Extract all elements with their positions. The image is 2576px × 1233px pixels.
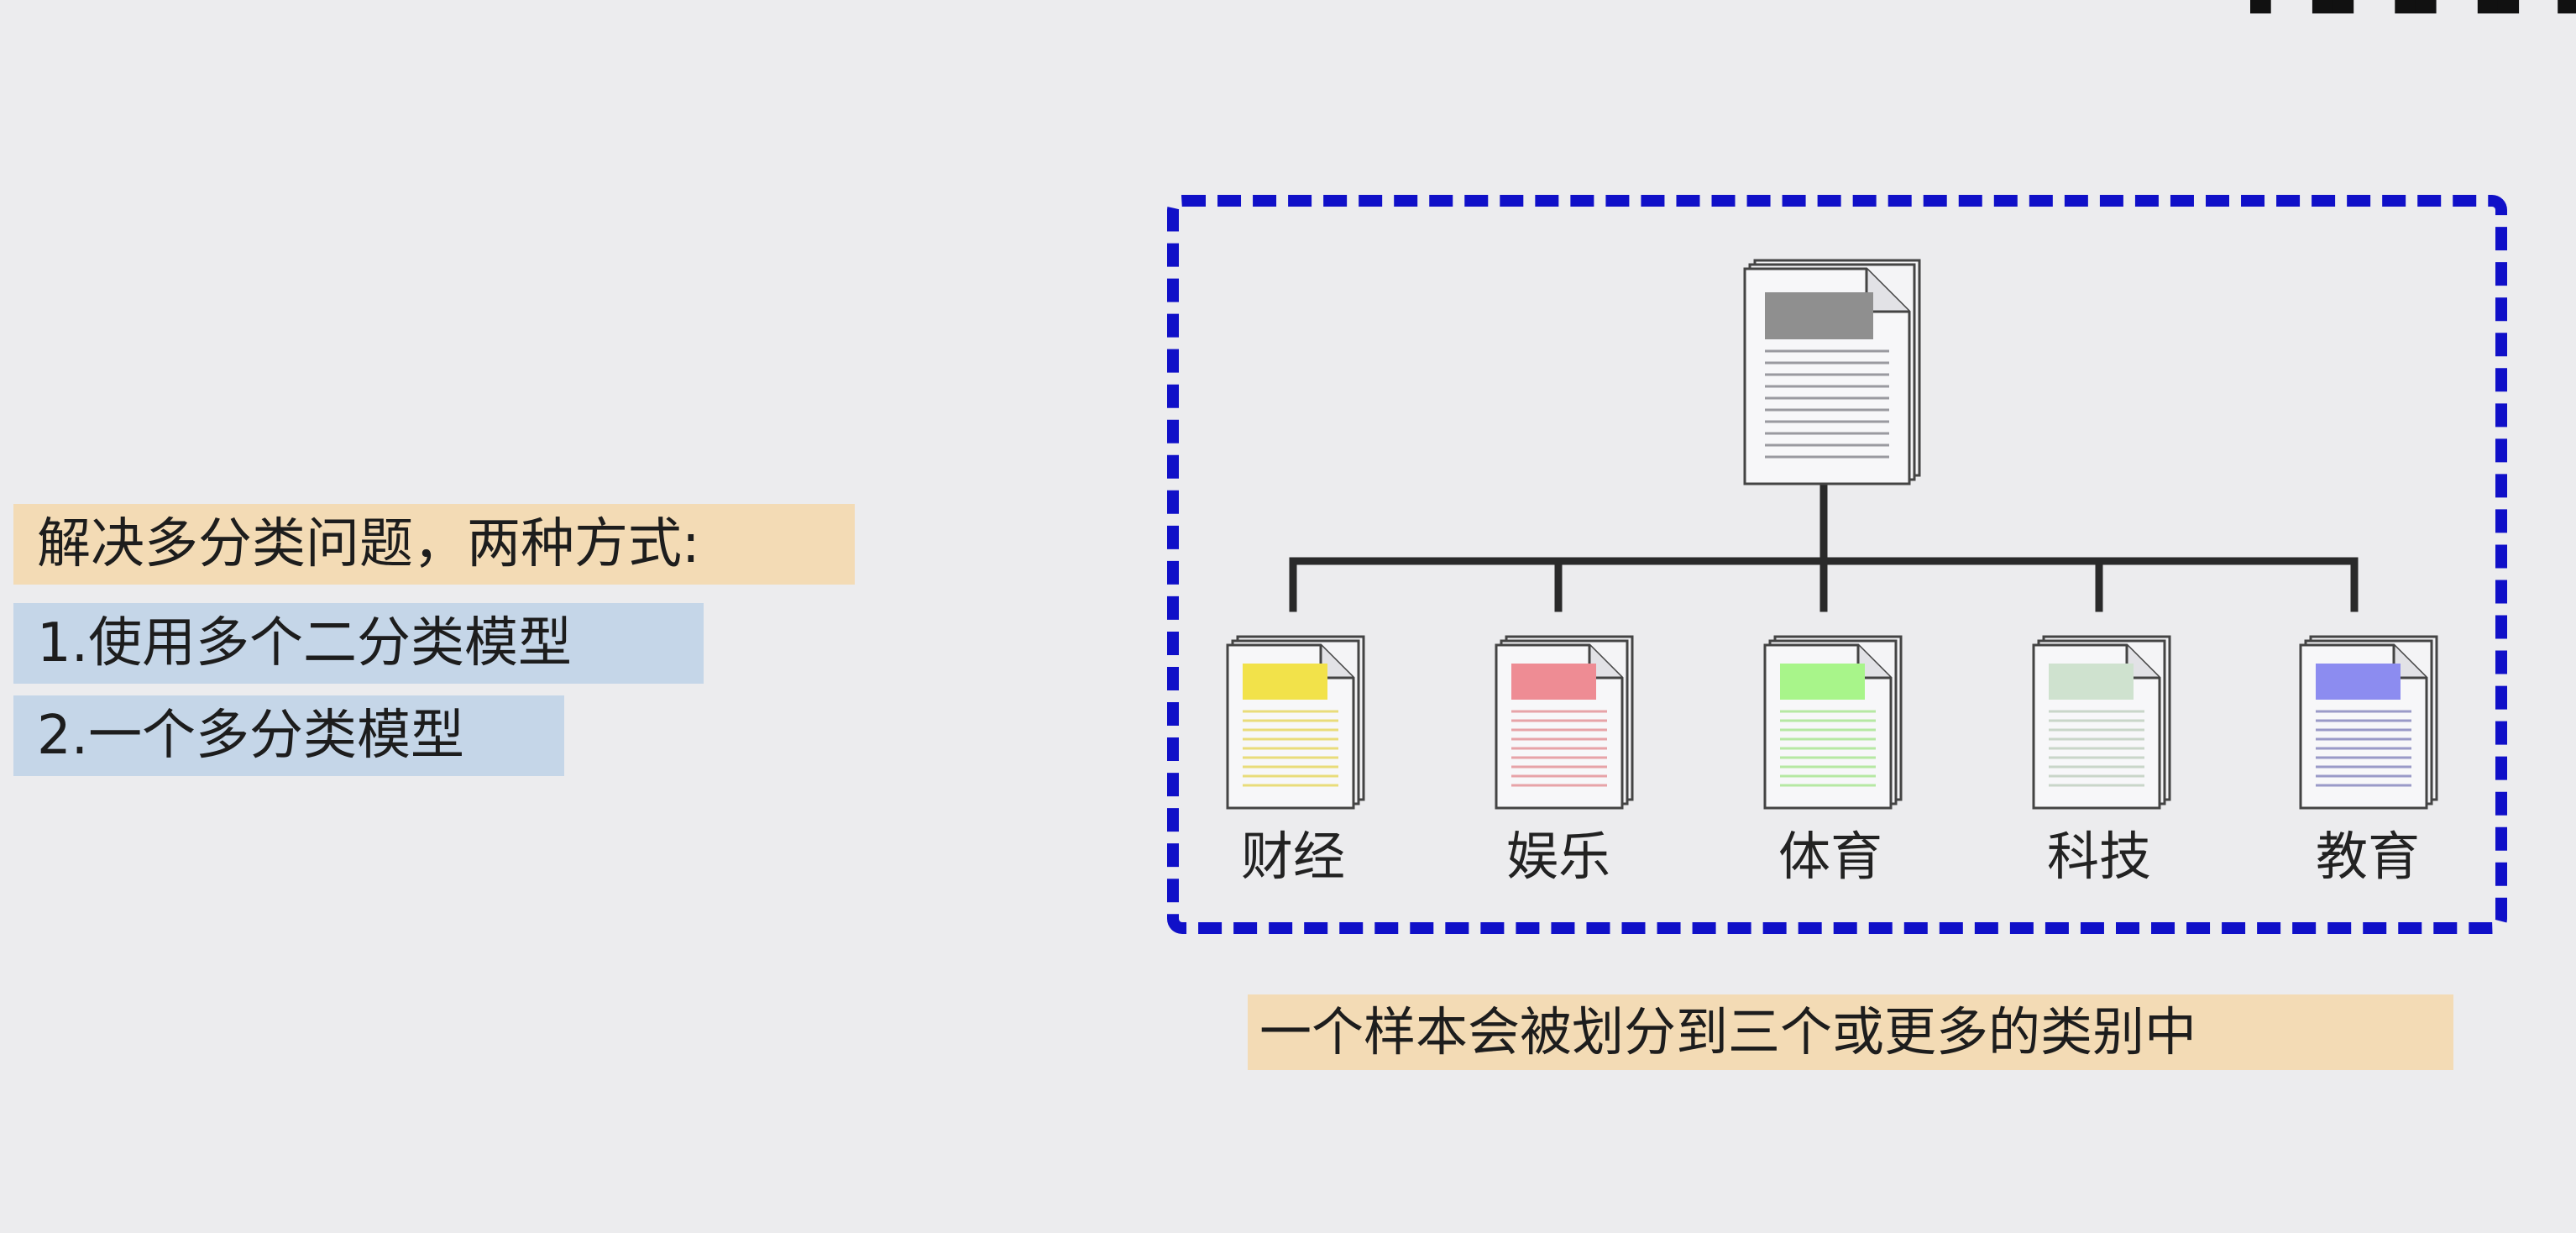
method-1: 1.使用多个二分类模型: [13, 603, 704, 684]
category-label-5: 教育: [2315, 826, 2420, 887]
method-2: 2.一个多分类模型: [13, 695, 564, 776]
caption: 一个样本会被划分到三个或更多的类别中: [1248, 994, 2453, 1070]
category-label-3: 体育: [1778, 826, 1882, 887]
category-label-1: 财经: [1240, 826, 1345, 887]
category-label-4: 科技: [2046, 826, 2151, 887]
classification-frame: [1167, 195, 2507, 934]
heading-two-ways: 解决多分类问题，两种方式:: [13, 504, 855, 585]
category-label-2: 娱乐: [1505, 826, 1610, 887]
watermark-logo: ▞▚▞▚▞▚▞ ▟▙▞: [2250, 0, 2576, 13]
